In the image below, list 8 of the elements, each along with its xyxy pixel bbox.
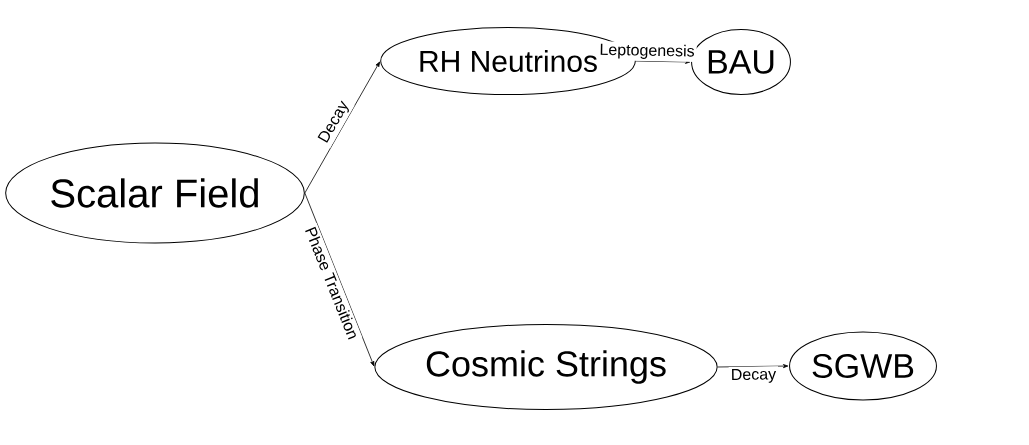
ellipse-node: SGWB <box>789 331 937 401</box>
ellipse-node: Scalar Field <box>5 142 305 244</box>
arrow <box>304 192 375 367</box>
edge-label: Leptogenesis <box>597 41 697 62</box>
arrow <box>304 61 380 194</box>
edge-label: Decay <box>728 366 779 386</box>
arrow <box>717 364 789 369</box>
ellipse-node: Cosmic Strings <box>374 324 718 410</box>
